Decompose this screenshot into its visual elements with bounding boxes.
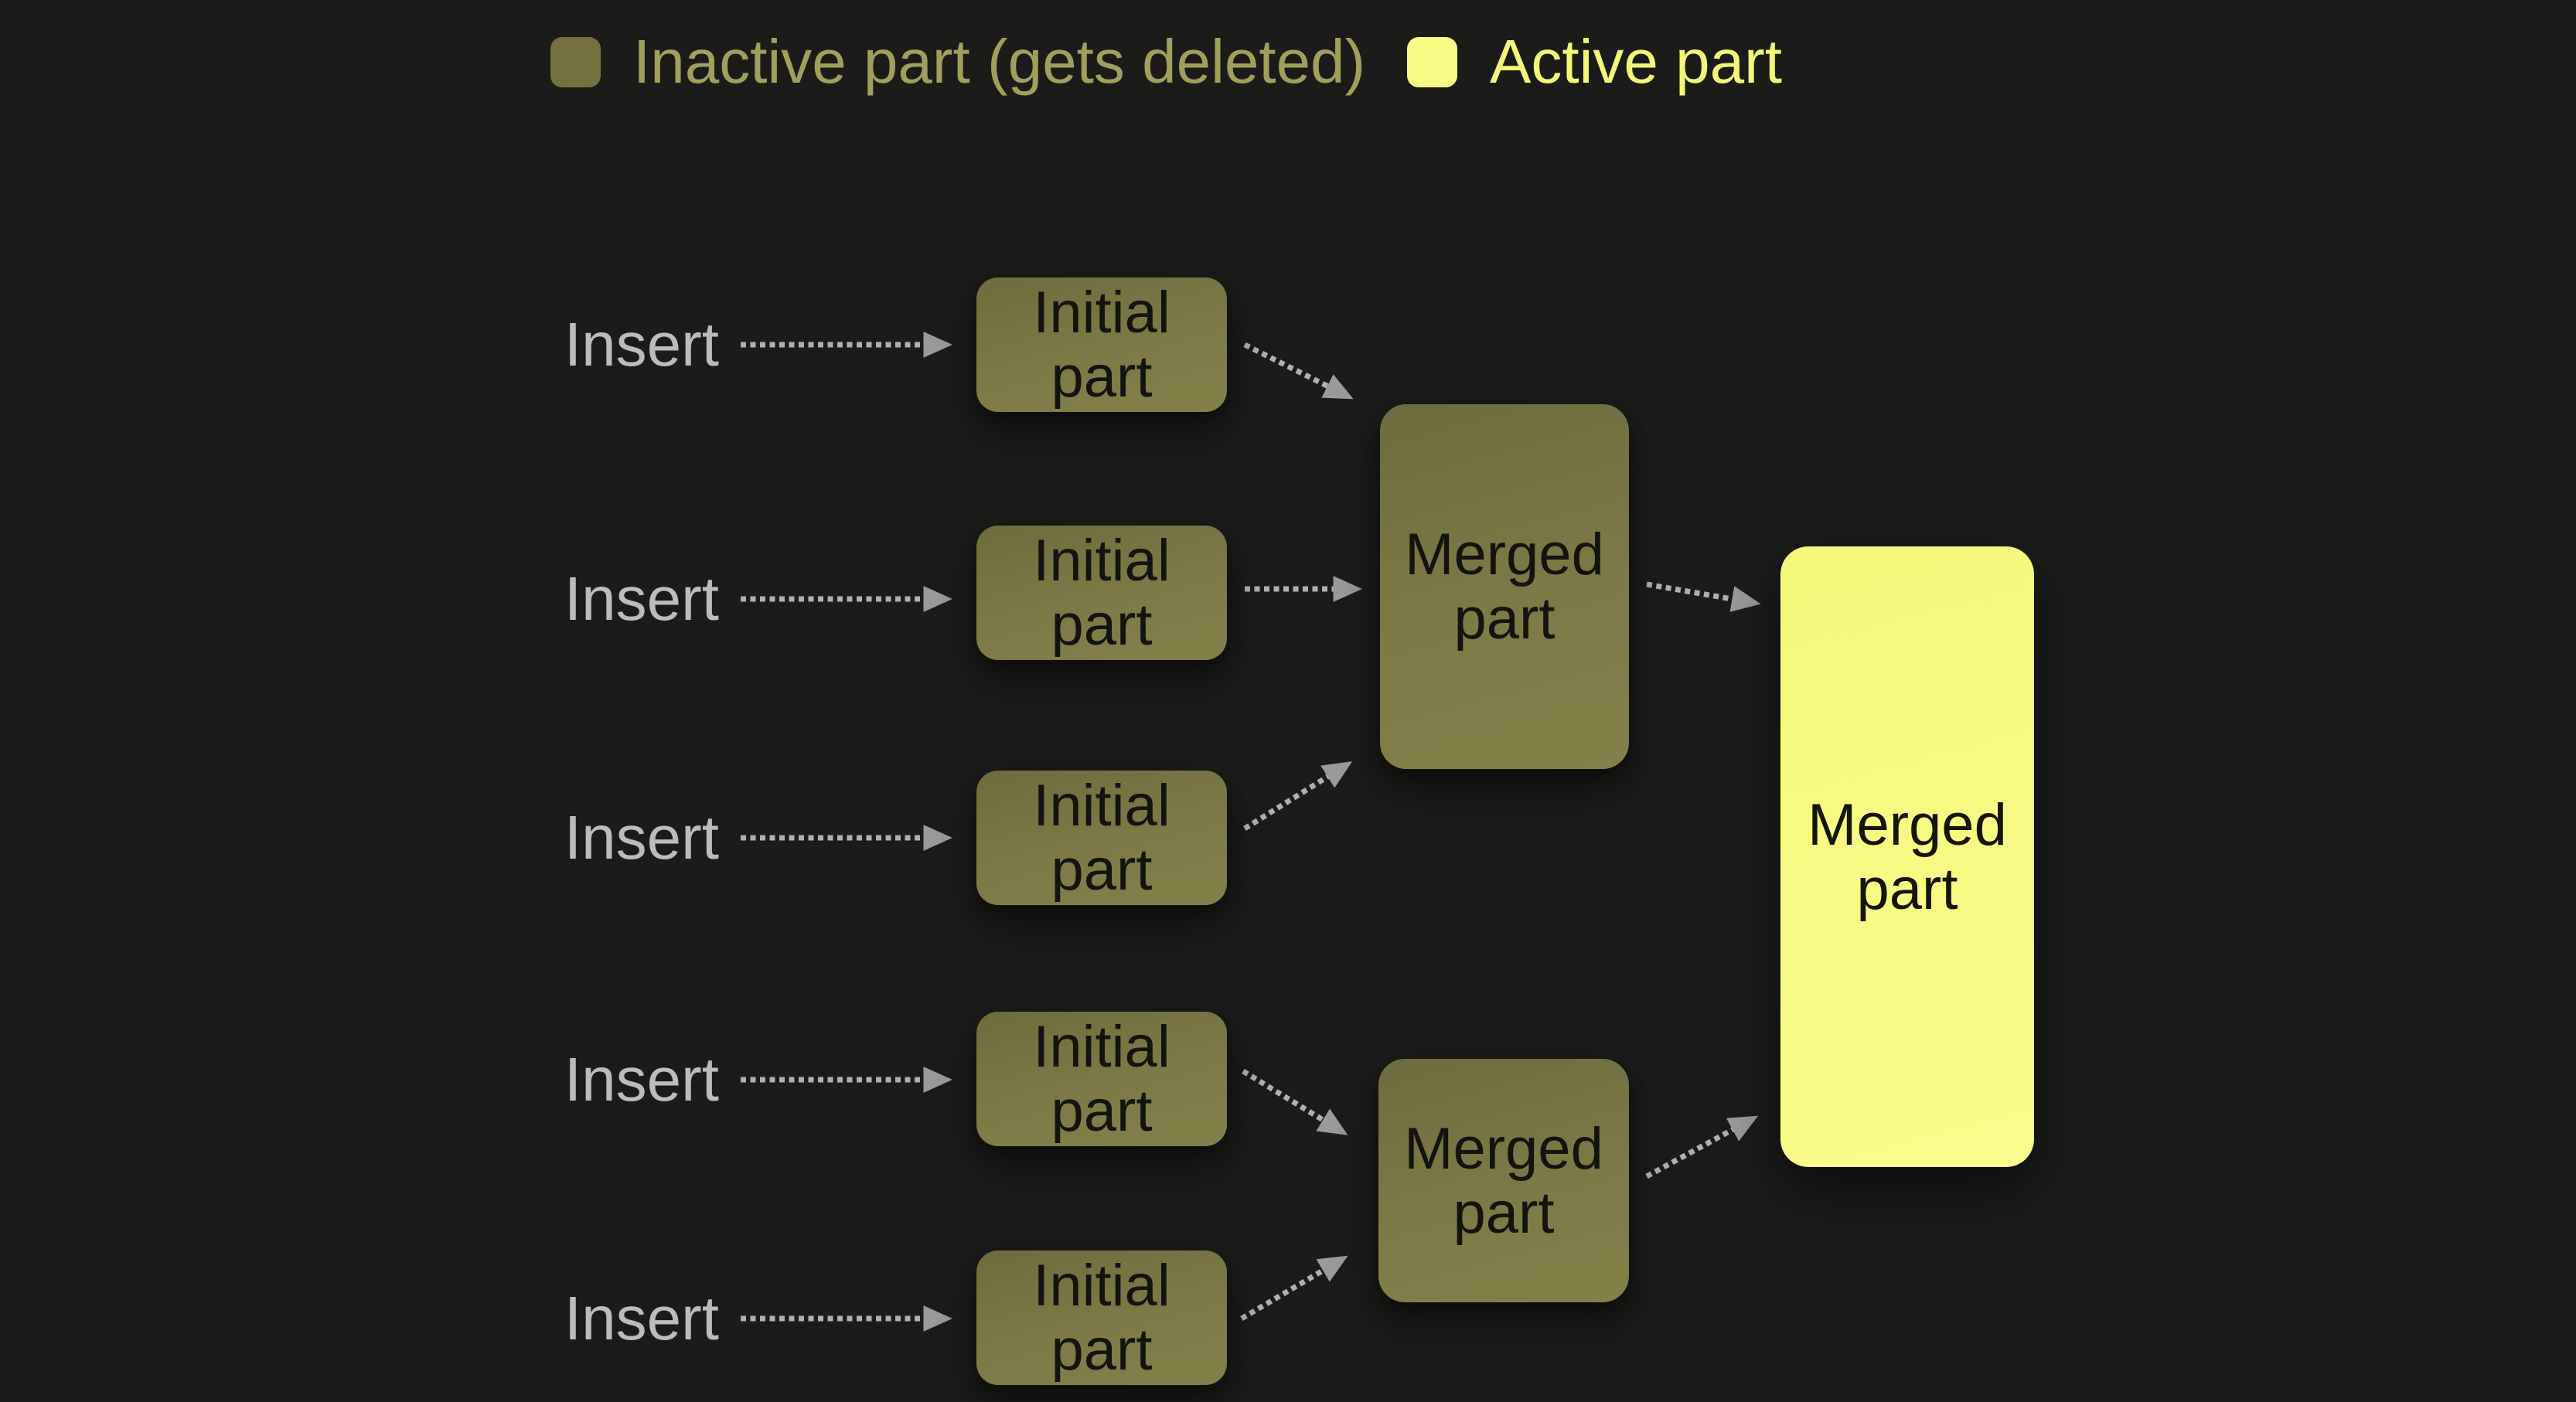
arrow-initial4-to-merged2 (1242, 1069, 1348, 1135)
merged-part-label-line1: Merged (1405, 522, 1604, 587)
arrow-initial5-to-merged2 (1240, 1255, 1348, 1322)
legend-item-active: Active part (1407, 27, 1782, 96)
merged-part-box-1: Merged part (1380, 404, 1629, 769)
initial-part-label-line2: part (1051, 837, 1153, 903)
merged-part-label-line1: Merged (1404, 1115, 1603, 1182)
initial-part-label-line1: Initial (1033, 1014, 1170, 1080)
arrow-initial3-to-merged1 (1243, 761, 1353, 831)
insert-label-2: Insert (564, 564, 719, 633)
initial-part-label-line2: part (1051, 344, 1153, 410)
inactive-part-swatch (550, 36, 601, 87)
legend-label-inactive: Inactive part (gets deleted) (633, 27, 1366, 96)
insert-label-5: Insert (564, 1284, 719, 1353)
legend-label-active: Active part (1490, 27, 1782, 96)
initial-part-label-line1: Initial (1033, 1253, 1170, 1319)
insert-label-1: Insert (564, 310, 719, 379)
arrow-merged2-to-final (1645, 1115, 1759, 1179)
insert-label-3: Insert (564, 803, 719, 872)
merged-part-label-line2: part (1453, 1179, 1555, 1246)
initial-part-box-3: Initial part (976, 771, 1227, 905)
arrow-merged1-to-final (1646, 581, 1761, 612)
initial-part-box-2: Initial part (976, 526, 1227, 660)
merged-part-label-line2: part (1453, 586, 1555, 652)
active-part-swatch (1407, 36, 1457, 87)
initial-part-box-5: Initial part (976, 1251, 1227, 1385)
initial-part-label-line1: Initial (1033, 773, 1170, 839)
merged-part-box-2: Merged part (1378, 1059, 1629, 1302)
initial-part-label-line1: Initial (1033, 280, 1170, 345)
active-merged-part-box: Merged part (1780, 546, 2034, 1167)
arrow-initial1-to-merged1 (1243, 342, 1354, 400)
initial-part-box-1: Initial part (976, 277, 1227, 412)
legend-item-inactive: Inactive part (gets deleted) (550, 27, 1366, 96)
initial-part-label-line1: Initial (1033, 528, 1170, 594)
merged-part-label-line1: Merged (1808, 791, 2007, 858)
insert-label-4: Insert (564, 1045, 719, 1114)
initial-part-label-line2: part (1051, 1078, 1153, 1144)
initial-part-box-4: Initial part (976, 1012, 1227, 1146)
initial-part-label-line2: part (1051, 1317, 1153, 1383)
merged-part-label-line2: part (1856, 856, 1958, 922)
initial-part-label-line2: part (1051, 592, 1153, 658)
